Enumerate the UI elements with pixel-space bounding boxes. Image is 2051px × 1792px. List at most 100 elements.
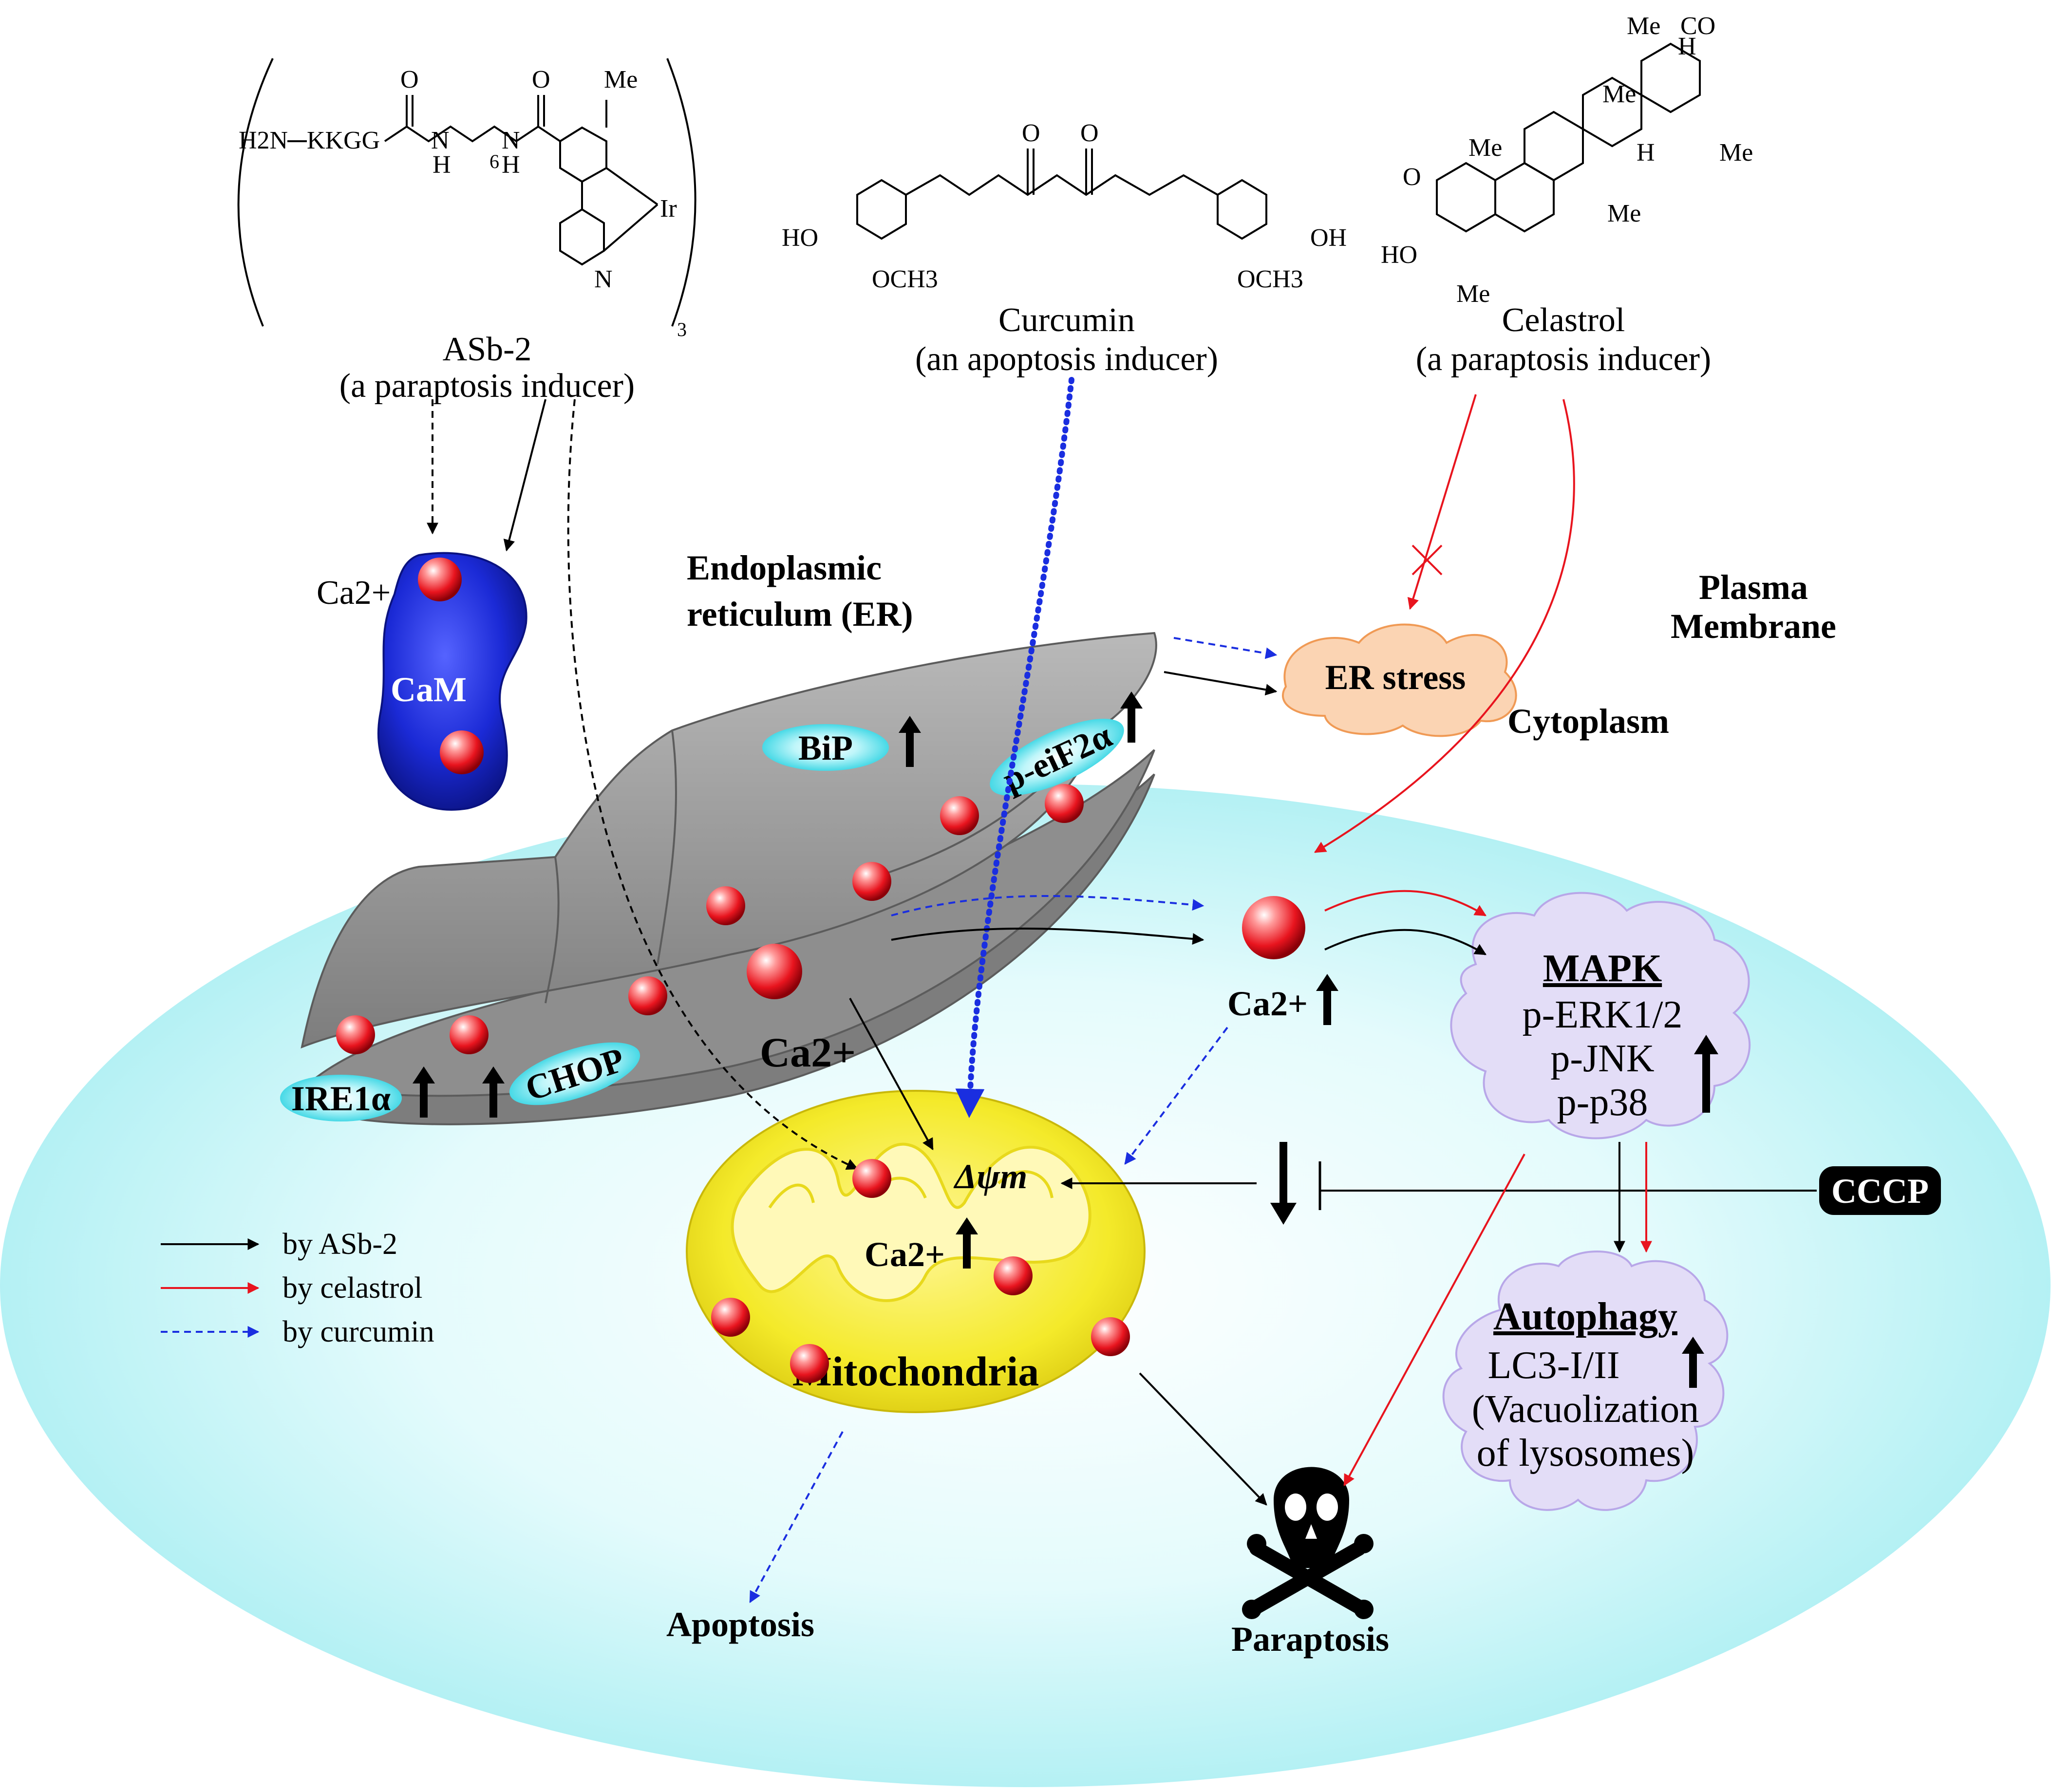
autophagy-title: Autophagy: [1493, 1295, 1677, 1338]
asb2-o2: O: [532, 66, 550, 93]
mapk-up-arrow: [1694, 1035, 1718, 1113]
asb2-structure: H2N KKGG O N H 6 N H O Me Ir N 3 ASb-2 (…: [237, 58, 696, 405]
celastrol-structure: Me CO H O HO Me Me Me Me Me H Celastrol …: [1381, 12, 1753, 378]
asb2-amine: H2N: [239, 127, 288, 154]
arrow-calcium-mapk-asb2: [1324, 929, 1487, 955]
mitochondria: Mitochondria: [686, 1090, 1146, 1413]
ca-ion: [1045, 784, 1084, 823]
ca-ion: [994, 1256, 1033, 1295]
ire1a-label: IRE1α: [291, 1079, 391, 1118]
autophagy-cloud: Autophagy LC3-I/II (Vacuolization of lys…: [1442, 1251, 1729, 1511]
ca-ion: [628, 976, 667, 1015]
asb2-count: 3: [677, 318, 687, 340]
arrow-mito-paraptosis: [1139, 1372, 1267, 1506]
celastrol-me-bottom: Me: [1456, 280, 1490, 308]
ca-ion: [450, 1015, 489, 1054]
curcumin-oh: OH: [1310, 224, 1347, 252]
paraptosis-label: Paraptosis: [1231, 1620, 1389, 1659]
curcumin-role: (an apoptosis inducer): [915, 340, 1218, 378]
celastrol-me-mid: Me: [1602, 80, 1636, 108]
asb2-peptide: KKGG: [307, 127, 380, 154]
asb2-chain-n: 6: [489, 150, 499, 172]
legend-label-curcumin: by curcumin: [282, 1315, 434, 1348]
er-label-line2: reticulum (ER): [687, 595, 913, 634]
asb2-name: ASb-2: [443, 331, 532, 368]
ca-ion: [336, 1015, 375, 1054]
arrow-er-calcium-asb2: [891, 927, 1204, 945]
ca-ion: [852, 862, 891, 901]
asb2-n2: N: [502, 127, 520, 154]
bip-up-arrow: [899, 716, 921, 767]
er-stress-label: ER stress: [1325, 658, 1466, 697]
apoptosis-label: Apoptosis: [666, 1605, 814, 1644]
curcumin-och3-left: OCH3: [872, 265, 938, 293]
mitochondria-label: Mitochondria: [792, 1348, 1039, 1395]
ca-ion: [706, 886, 745, 925]
celastrol-me-low: Me: [1607, 200, 1641, 227]
arrow-celastrol-er-stress: [1407, 394, 1477, 610]
celastrol-ho: HO: [1381, 241, 1417, 269]
autophagy-line-lc3: LC3-I/II: [1487, 1344, 1619, 1387]
arrow-er-calcium-mito: [849, 998, 934, 1151]
celastrol-name: Celastrol: [1502, 301, 1625, 339]
plasma-membrane-line2: Membrane: [1671, 607, 1836, 646]
ca-ion: [418, 558, 462, 601]
calmodulin: CaM: [377, 552, 527, 811]
arrow-curcumin-mito: [955, 377, 1074, 1118]
block-mark-b: [1411, 544, 1443, 576]
plasma-membrane-line1: Plasma: [1699, 568, 1808, 607]
arrow-er-calcium-curcumin: [891, 895, 1204, 916]
mapk-item-p38: p-p38: [1557, 1081, 1648, 1124]
ire1a-badge: IRE1α: [280, 1066, 435, 1121]
ca-ion: [747, 944, 802, 999]
ca-mito-up-arrow: [956, 1217, 978, 1269]
asb2-role: (a paraptosis inducer): [339, 367, 635, 405]
asb2-ir: Ir: [660, 195, 677, 223]
ca-ion: [852, 1159, 891, 1198]
asb2-h2: H: [502, 151, 520, 179]
curcumin-ho: HO: [782, 224, 818, 252]
arrow-er-stress-curcumin: [1173, 637, 1278, 659]
arrow-calcium-mapk-celastrol: [1324, 890, 1487, 916]
legend-label-asb2: by ASb-2: [282, 1228, 397, 1261]
er-label-line1: Endoplasmic: [687, 548, 882, 587]
celastrol-me-right: Me: [1719, 139, 1753, 167]
ca-er-label: Ca2+: [760, 1029, 856, 1076]
er-stress-cloud: ER stress: [1282, 623, 1517, 737]
skull-crossbones-icon: [1242, 1467, 1374, 1619]
celastrol-me-left: Me: [1468, 134, 1502, 162]
curcumin-name: Curcumin: [998, 301, 1135, 339]
ca-ion: [1242, 896, 1305, 959]
asb2-me: Me: [604, 66, 638, 93]
arrow-er-stress-asb2: [1164, 671, 1278, 696]
bip-label: BiP: [798, 728, 853, 767]
celastrol-co-h: H: [1678, 33, 1696, 60]
celastrol-co: CO: [1680, 12, 1715, 40]
curcumin-structure: O O HO OH OCH3 OCH3 Curcumin (an apoptos…: [782, 119, 1347, 378]
asb2-n1: N: [431, 127, 450, 154]
ca-cam-label: Ca2+: [317, 574, 391, 612]
arrow-asb2-cam: [503, 399, 546, 552]
celastrol-me-top: Me: [1627, 12, 1660, 40]
mapk-cloud: MAPK p-ERK1/2 p-JNK p-p38: [1450, 892, 1751, 1139]
cam-label: CaM: [391, 670, 467, 709]
calcium-ions: [336, 558, 1305, 1383]
mapk-item-jnk: p-JNK: [1550, 1037, 1654, 1080]
celastrol-h: H: [1637, 139, 1655, 167]
arrow-celastrol-calcium: [1314, 399, 1575, 853]
arrow-calcium-mito-curcumin: [1124, 1027, 1228, 1165]
cccp-label: CCCP: [1831, 1172, 1929, 1211]
ca-ion: [790, 1344, 829, 1383]
peif2a-up-arrow: [1120, 691, 1143, 743]
ca-ion: [1091, 1317, 1130, 1356]
cccp-box: CCCP: [1819, 1166, 1941, 1215]
ca-mito-label: Ca2+: [865, 1235, 945, 1274]
celastrol-o: O: [1403, 163, 1421, 191]
ca-ion: [440, 730, 484, 774]
legend-label-celastrol: by celastrol: [282, 1271, 423, 1305]
asb2-o1: O: [400, 66, 419, 93]
ire1a-up-arrow: [413, 1066, 435, 1118]
legend: by ASb-2 by celastrol by curcumin: [161, 1228, 434, 1348]
